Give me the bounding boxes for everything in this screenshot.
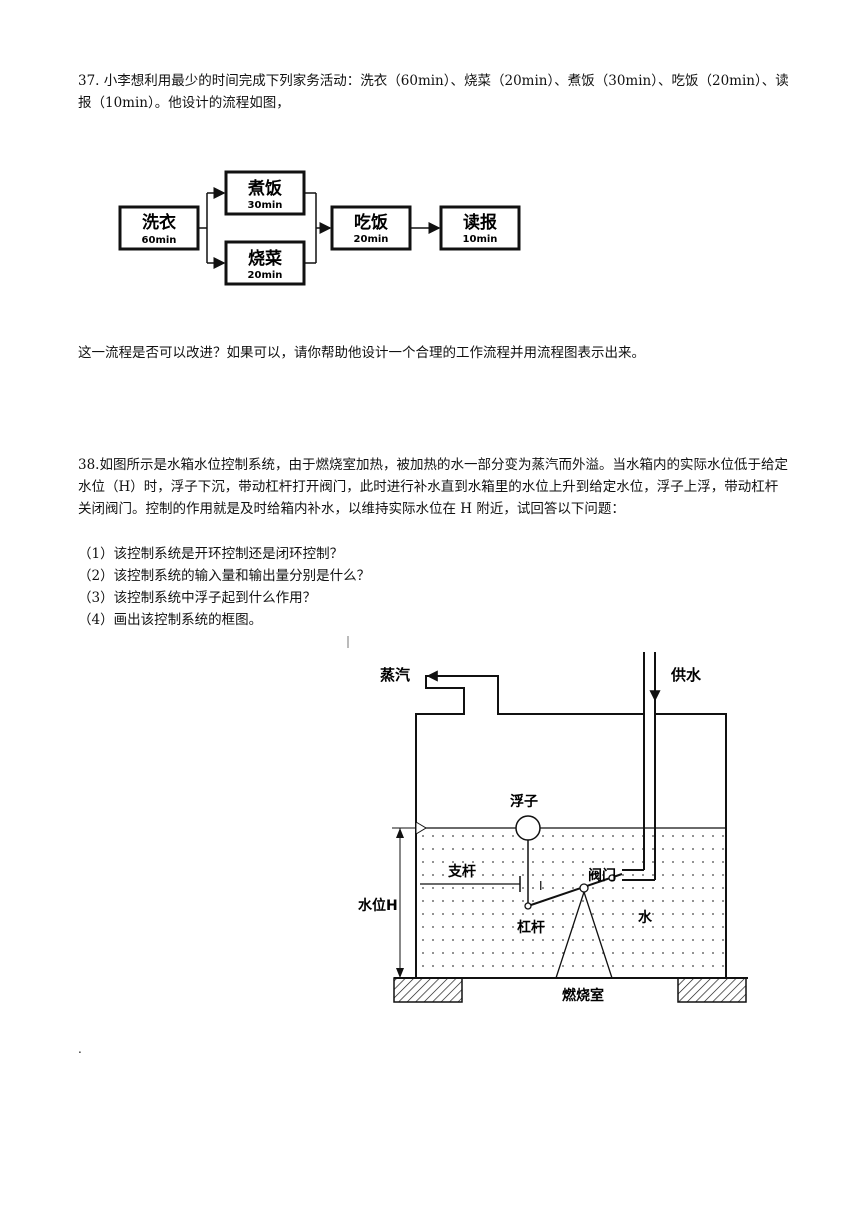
flow-eat-label: 吃饭 (354, 212, 388, 233)
footer-mark: . (78, 1042, 82, 1056)
flow-eat-time: 20min (354, 234, 389, 245)
label-steam: 蒸汽 (380, 666, 410, 684)
flow-box-eat: 吃饭 20min (330, 205, 412, 251)
label-rod: 支杆 (447, 863, 476, 880)
flow-read-time: 10min (463, 234, 498, 245)
label-burner: 燃烧室 (562, 987, 604, 1004)
flow-wash-time: 60min (142, 235, 177, 246)
q38-question-4: （4）画出该控制系统的框图。 (78, 612, 263, 628)
flow-box-read: 读报 10min (439, 205, 521, 251)
label-water: 水 (638, 909, 653, 926)
q38-text: 38.如图所示是水箱水位控制系统，由于燃烧室加热，被加热的水一部分变为蒸汽而外溢… (78, 457, 788, 517)
flow-cook-label: 烧菜 (248, 249, 283, 269)
water-tank-diagram: 蒸汽 供水 浮子 支杆 阀门 杠杆 水 水位H 燃烧室 I (347, 636, 748, 1004)
q38-question-1: （1）该控制系统是开环控制还是闭环控制？ (78, 546, 344, 562)
q37-question: 这一流程是否可以改进？如果可以，请你帮助他设计一个合理的工作流程并用流程图表示出… (78, 345, 645, 361)
label-level: 水位H (358, 897, 398, 914)
label-supply: 供水 (670, 666, 702, 684)
water-body (416, 828, 726, 978)
label-lever: 杠杆 (517, 919, 545, 936)
flow-box-wash: 洗衣 60min (118, 205, 200, 251)
q38-question-3: （3）该控制系统中浮子起到什么作用？ (78, 590, 317, 606)
flow-read-label: 读报 (463, 212, 497, 233)
flow-cook-time: 20min (248, 270, 283, 281)
flow-box-cook: 烧菜 20min (224, 240, 306, 286)
float-ball (515, 815, 541, 841)
flow-box-rice: 煮饭 30min (224, 170, 306, 216)
label-float: 浮子 (510, 793, 538, 810)
q38-question-2: （2）该控制系统的输入量和输出量分别是什么？ (78, 568, 371, 584)
q37-text: 37. 小李想利用最少的时间完成下列家务活动：洗衣（60min）、烧菜（20mi… (78, 73, 789, 111)
flow-connectors (198, 187, 441, 269)
label-rod-mark: I (539, 879, 543, 893)
lever-bar (527, 873, 623, 907)
flow-rice-label: 煮饭 (247, 178, 282, 199)
flow-wash-label: 洗衣 (142, 212, 176, 233)
flow-rice-time: 30min (248, 200, 283, 211)
label-valve: 阀门 (588, 867, 616, 884)
